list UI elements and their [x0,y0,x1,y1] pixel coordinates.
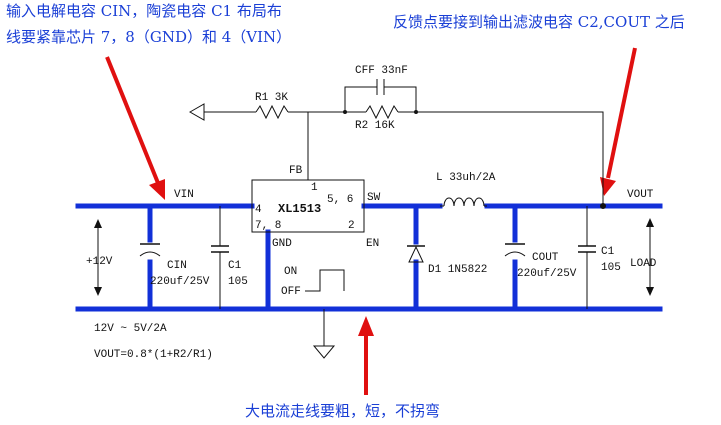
r2-label: R2 16K [355,120,395,132]
note-feedback-point: 反馈点要接到输出滤波电容 C2,COUT 之后 [393,13,685,31]
c1-input-value: 105 [228,276,248,288]
c1-output-value: 105 [601,262,621,274]
voltage-range-label: 12V ~ 5V/2A [94,323,167,335]
inductor-l: L 33uh/2A [436,172,496,207]
pin56-label: 5, 6 [327,194,353,206]
arrow-to-ground-bus [358,316,374,395]
pin2-label: 2 [348,220,355,232]
fb-pin-label: FB [289,165,303,177]
gnd-pin-label: GND [272,238,292,250]
cout-value: 220uf/25V [517,268,577,280]
high-current-traces [75,203,663,312]
load-indicator: LOAD [630,218,657,296]
note-input-caps-line1: 输入电解电容 CIN，陶瓷电容 C1 布局布 [6,2,282,20]
load-label: LOAD [630,258,657,270]
vin-voltage-indicator: +12V [86,219,113,296]
pin78-label: 7, 8 [255,220,281,232]
note-high-current-trace: 大电流走线要粗，短，不拐弯 [245,402,440,420]
cin-label: CIN [167,260,187,272]
pin1-label: 1 [311,182,318,194]
off-label: OFF [281,286,301,298]
sw-pin-label: SW [367,192,381,204]
cout-label: COUT [532,252,559,264]
arrow-to-feedback-point [600,47,637,196]
catch-diode-d1: D1 1N5822 [407,245,487,276]
vout-net-label: VOUT [627,189,654,201]
ground-symbol [312,309,336,359]
vin-voltage-label: +12V [86,256,113,268]
chip-label: XL1513 [278,202,321,216]
feedback-sense-trace [416,111,604,206]
c1-output-label: C1 [601,246,615,258]
cin-value: 220uf/25V [150,276,210,288]
pin4-label: 4 [255,204,262,216]
vin-net-label: VIN [174,189,194,201]
vout-formula: VOUT=0.8*(1+R2/R1) [94,349,213,361]
inductor-label: L 33uh/2A [436,172,496,184]
cff-capacitor: CFF 33nF [343,65,418,114]
arrow-to-input-caps [105,56,165,200]
diode-label: D1 1N5822 [428,264,487,276]
ground-reference-arrow [188,103,256,121]
cff-label: CFF 33nF [355,65,408,77]
en-pin-label: EN [366,238,379,250]
r1-label: R1 3K [255,92,288,104]
c1-input-ceramic-cap: C1 105 [211,206,248,309]
xl1513-chip: XL1513 1 5, 6 4 7, 8 2 [251,179,365,233]
on-label: ON [284,266,297,278]
feedback-junction [600,203,606,209]
note-input-caps-line2: 线要紧靠芯片 7，8（GND）和 4（VIN） [6,28,291,46]
r2-resistor: R2 16K [345,104,420,132]
r1-resistor: R1 3K [255,92,345,120]
cout-electrolytic-cap: COUT 220uf/25V [504,243,577,280]
c1-output-ceramic-cap: C1 105 [578,206,621,309]
enable-signal: ON OFF [281,266,345,298]
cin-electrolytic-cap: CIN 220uf/25V [139,243,210,288]
c1-input-label: C1 [228,260,242,272]
